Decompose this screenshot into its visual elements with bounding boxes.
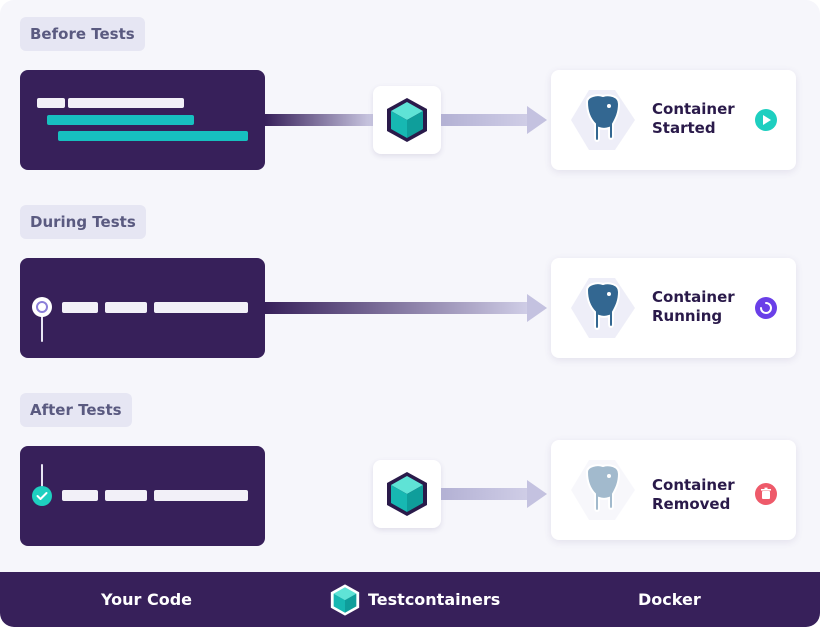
- stage-label-after-tests: After Tests: [20, 393, 132, 427]
- code-line: [154, 302, 248, 313]
- stage-label-during-tests: During Tests: [20, 205, 146, 239]
- connector-line: [265, 302, 527, 314]
- code-block-after: [20, 446, 265, 546]
- footer-bar: Your Code Testcontainers Docker: [0, 572, 820, 627]
- container-text-line: Running: [652, 307, 723, 325]
- container-status-text: Container Running: [652, 288, 735, 326]
- spinner-icon: [755, 297, 777, 319]
- postgres-elephant-icon: [571, 90, 635, 150]
- check-pin-icon: [32, 464, 52, 506]
- container-text-line: Container: [652, 100, 735, 118]
- progress-pin-icon: [32, 297, 52, 342]
- code-line: [105, 490, 147, 501]
- postgres-elephant-faded-icon: [571, 460, 635, 520]
- container-card-running: Container Running: [551, 258, 796, 358]
- container-text-line: Started: [652, 119, 716, 137]
- code-line: [62, 490, 98, 501]
- trash-icon: [755, 483, 777, 505]
- container-status-text: Container Started: [652, 100, 735, 138]
- container-card-removed: Container Removed: [551, 440, 796, 540]
- container-text-line: Container: [652, 476, 735, 494]
- container-text-line: Container: [652, 288, 735, 306]
- code-block-before: [20, 70, 265, 170]
- code-line-highlight: [58, 131, 248, 141]
- connector-line: [441, 488, 527, 500]
- footer-label-testcontainers: Testcontainers: [368, 590, 501, 609]
- container-card-started: Container Started: [551, 70, 796, 170]
- connector-line: [441, 114, 527, 126]
- code-line: [37, 98, 65, 108]
- play-icon: [755, 109, 777, 131]
- container-text-line: Removed: [652, 495, 731, 513]
- testcontainers-cube-icon: [387, 98, 427, 142]
- code-line: [105, 302, 147, 313]
- code-block-during: [20, 258, 265, 358]
- code-line: [154, 490, 248, 501]
- footer-label-your-code: Your Code: [101, 590, 192, 609]
- code-line: [62, 302, 98, 313]
- stage-label-before-tests: Before Tests: [20, 17, 145, 51]
- container-status-text: Container Removed: [652, 476, 735, 514]
- connector-line: [265, 114, 375, 126]
- footer-label-docker: Docker: [638, 590, 701, 609]
- testcontainers-logo-box: [373, 460, 441, 528]
- testcontainers-cube-icon: [330, 584, 360, 616]
- testcontainers-logo-box: [373, 86, 441, 154]
- arrow-head-icon: [527, 294, 547, 322]
- code-line: [68, 98, 184, 108]
- testcontainers-cube-icon: [387, 472, 427, 516]
- arrow-head-icon: [527, 106, 547, 134]
- code-line-highlight: [47, 115, 194, 125]
- arrow-head-icon: [527, 480, 547, 508]
- postgres-elephant-icon: [571, 278, 635, 338]
